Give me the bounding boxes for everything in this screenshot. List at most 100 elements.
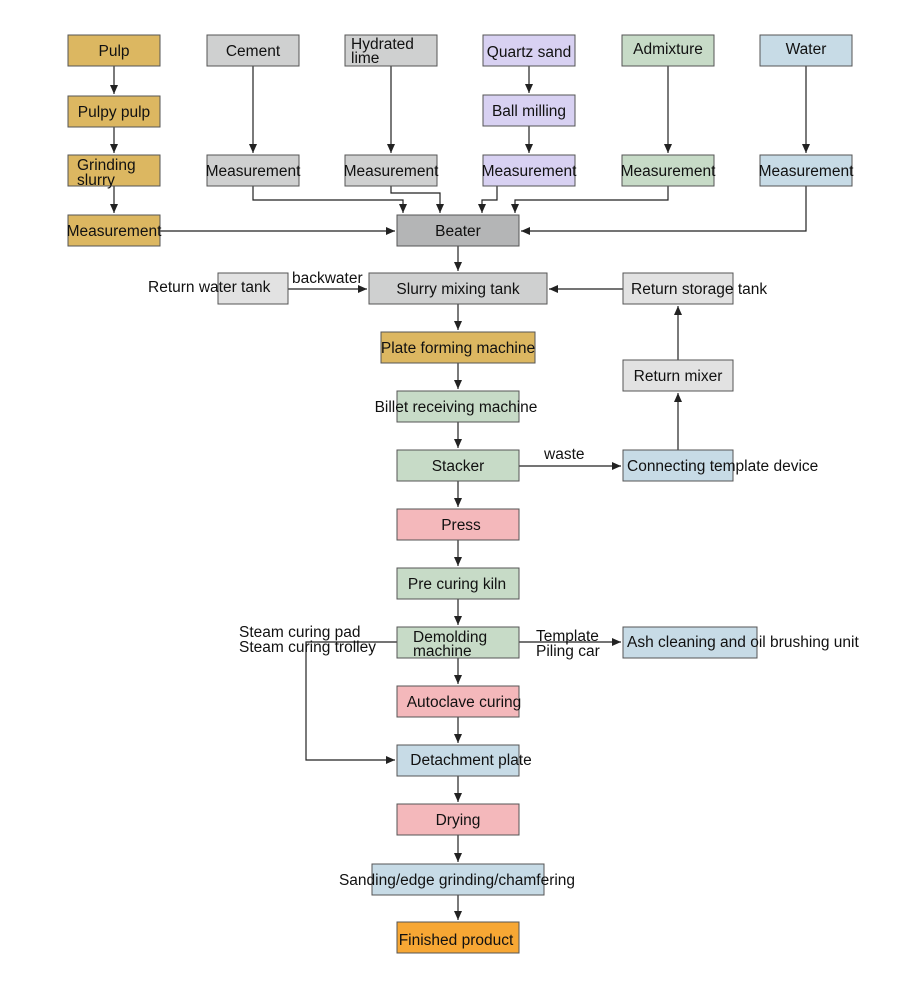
node-label: Billet receiving machine [375,399,538,416]
node-box [396,508,520,541]
node-pulp: Pulp [67,34,161,67]
node-box [206,154,300,187]
node-box [482,34,576,67]
node-box [396,744,520,777]
node-box [396,685,520,718]
node-measure-cement: Measurement [206,154,301,187]
node-admixture: Admixture [621,34,715,67]
node-ball-milling: Ball milling [482,94,576,127]
node-label: Return mixer [634,368,723,385]
node-box [396,626,520,659]
node-box [622,449,734,482]
node-box [368,272,548,305]
node-label: Ash cleaning and oil brushing unit [627,634,859,651]
node-label: Finished product [399,932,514,949]
node-box [217,272,289,305]
node-label: Measurement [759,163,854,180]
node-box [622,626,758,659]
node-label: Measurement [67,223,162,240]
node-box [344,34,438,67]
node-label: Measurement [482,163,577,180]
node-measure-quartz: Measurement [482,154,577,187]
node-autoclave-curing: Autoclave curing [396,685,521,718]
node-drying: Drying [396,803,520,836]
node-label: Ball milling [492,103,566,120]
node-label: Quartz sand [487,44,571,61]
node-label: Measurement [621,163,716,180]
node-box [371,863,545,896]
node-label: Pre curing kiln [408,576,506,593]
node-label: Water [786,41,827,58]
node-press: Press [396,508,520,541]
edges-layer [110,66,810,920]
node-box [67,214,161,247]
node-box [396,390,520,423]
node-slurry-mixing-tank: Slurry mixing tank [368,272,548,305]
edge-measure-cement-to-beater [252,186,407,213]
node-label: Detachment plate [410,752,532,769]
node-return-storage-tank: Return storage tank [622,272,767,305]
node-billet-receiving: Billet receiving machine [375,390,538,423]
node-sanding: Sanding/edge grinding/chamfering [339,863,575,896]
node-box [759,154,853,187]
node-pre-curing-kiln: Pre curing kiln [396,567,520,600]
node-label: Plate forming machine [381,340,535,357]
node-box [759,34,853,67]
node-stacker: Stacker [396,449,520,482]
node-label: Measurement [206,163,301,180]
node-box [396,214,520,247]
node-label: Beater [435,223,481,240]
node-pulpy-pulp: Pulpy pulp [67,95,161,128]
node-box [206,34,300,67]
node-measure-pulp: Measurement [67,214,162,247]
node-plate-forming: Plate forming machine [380,331,536,364]
edge-label-return-water-tank-to-slurry-mixing-tank: backwater [292,270,363,287]
node-box [380,331,536,364]
node-label: Stacker [432,458,485,475]
node-label: Cement [226,43,281,60]
node-label: Return storage tank [631,281,767,298]
node-box [67,34,161,67]
node-box [67,154,161,187]
node-cement: Cement [206,34,300,67]
edge-measure-quartz-to-beater [478,186,498,213]
edge-measure-admixture-to-beater [511,186,669,213]
node-label: Sanding/edge grinding/chamfering [339,872,575,889]
edge-measure-lime-to-beater [390,186,444,213]
node-ash-cleaning: Ash cleaning and oil brushing unit [622,626,859,659]
node-measure-admixture: Measurement [621,154,716,187]
node-box [396,921,520,954]
node-connecting-template: Connecting template device [622,449,818,482]
node-box [622,272,734,305]
node-box [396,803,520,836]
node-finished-product: Finished product [396,921,520,954]
edge-label-stacker-to-connecting-template: waste [543,446,585,463]
node-box [482,154,576,187]
node-label: Pulpy pulp [78,104,150,121]
node-measure-water: Measurement [759,154,854,187]
node-label: Admixture [633,41,703,58]
node-quartz-sand: Quartz sand [482,34,576,67]
node-measure-lime: Measurement [344,154,439,187]
node-box [622,359,734,392]
node-detachment-plate: Detachment plate [396,744,532,777]
node-label: Press [441,517,481,534]
node-box [396,449,520,482]
node-beater: Beater [396,214,520,247]
node-box [482,94,576,127]
node-label: Slurry mixing tank [396,281,519,298]
node-label: Drying [436,812,481,829]
edge-demolding-to-detachment-plate [305,641,397,764]
node-label: Connecting template device [627,458,818,475]
node-return-mixer: Return mixer [622,359,734,392]
node-return-water-tank: Return water tank [148,272,289,305]
node-water: Water [759,34,853,67]
